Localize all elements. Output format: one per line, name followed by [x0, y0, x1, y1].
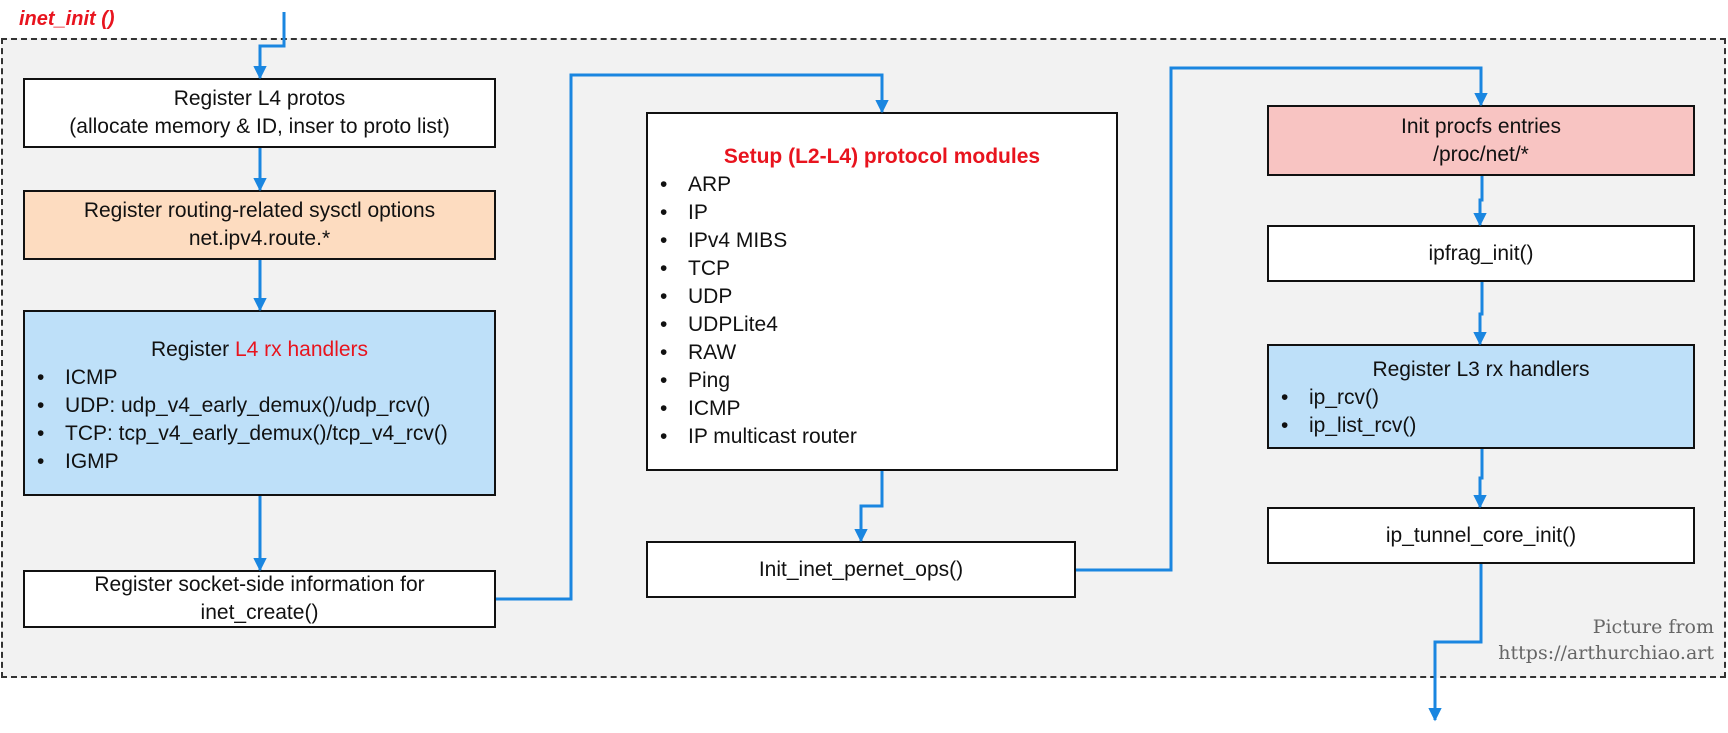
list-item: Ping — [648, 367, 1116, 395]
l4-rx-list: ICMP UDP: udp_v4_early_demux()/udp_rcv()… — [25, 364, 494, 476]
procfs-line1: Init procfs entries — [1401, 114, 1561, 138]
list-item: IP — [648, 199, 1116, 227]
routing-sysctl-line1: Register routing-related sysctl options — [83, 199, 436, 222]
l4-rx-title-highlight: L4 rx handlers — [234, 338, 369, 361]
pernet-ops-box: Init_inet_pernet_ops() — [646, 541, 1076, 598]
l4-rx-title-prefix: Register — [150, 338, 235, 361]
register-l4-protos-box: Register L4 protos (allocate memory & ID… — [23, 78, 496, 148]
list-item: IGMP — [25, 448, 494, 476]
list-item: UDP — [648, 283, 1116, 311]
list-item: ip_rcv() — [1269, 384, 1693, 412]
arrow-pernet-to-procfs — [1076, 66, 1488, 572]
list-item: RAW — [648, 339, 1116, 367]
list-item: ICMP — [648, 395, 1116, 423]
l3-rx-list: ip_rcv() ip_list_rcv() — [1269, 384, 1693, 440]
list-item: IP multicast router — [648, 423, 1116, 451]
list-item: TCP — [648, 255, 1116, 283]
routing-sysctl-box: Register routing-related sysctl options … — [23, 190, 496, 260]
list-item: IPv4 MIBS — [648, 227, 1116, 255]
protocol-modules-box: Setup (L2-L4) protocol modules ARP IP IP… — [646, 112, 1118, 471]
list-item: ARP — [648, 171, 1116, 199]
arrow-entry — [253, 12, 286, 80]
modules-title: Setup (L2-L4) protocol modules — [723, 145, 1041, 168]
credit-line1: Picture from — [1592, 616, 1714, 638]
socket-info-line1: Register socket-side information for — [94, 573, 425, 596]
diagram-title: inet_init () — [19, 8, 115, 30]
l4-rx-title: Register L4 rx handlers — [25, 336, 494, 364]
l4-protos-line2: (allocate memory & ID, inser to proto li… — [69, 115, 450, 138]
arrow-l3rx-to-tunnel — [1473, 449, 1487, 509]
routing-sysctl-line2: net.ipv4.route.* — [188, 227, 331, 250]
list-item: ICMP — [25, 364, 494, 392]
credit-line2: https://arthurchiao.art — [1498, 642, 1714, 664]
list-item: TCP: tcp_v4_early_demux()/tcp_v4_rcv() — [25, 420, 494, 448]
arrow-ipfrag-to-l3rx — [1473, 282, 1487, 346]
procfs-line2: /proc/net/* — [1433, 142, 1529, 166]
arrow-socket-to-modules — [496, 73, 889, 601]
l4-protos-line1: Register L4 protos — [173, 87, 346, 110]
pernet-ops-label: Init_inet_pernet_ops() — [758, 557, 964, 581]
arrow-procfs-to-ipfrag — [1473, 176, 1487, 227]
ip-tunnel-init-box: ip_tunnel_core_init() — [1267, 507, 1695, 564]
arrow-modules-to-pernet — [854, 471, 884, 543]
picture-credit: Picture from https://arthurchiao.art — [1498, 614, 1714, 666]
ipfrag-init-label: ipfrag_init() — [1428, 241, 1534, 265]
l3-rx-title: Register L3 rx handlers — [1372, 358, 1590, 381]
socket-info-line2: inet_create() — [200, 601, 319, 624]
procfs-box: Init procfs entries /proc/net/* — [1267, 105, 1695, 176]
ip-tunnel-init-label: ip_tunnel_core_init() — [1385, 523, 1577, 547]
arrow-tunnel-exit — [1428, 564, 1483, 722]
list-item: UDP: udp_v4_early_demux()/udp_rcv() — [25, 392, 494, 420]
socket-info-box: Register socket-side information for ine… — [23, 570, 496, 628]
list-item: UDPLite4 — [648, 311, 1116, 339]
list-item: ip_list_rcv() — [1269, 412, 1693, 440]
modules-list: ARP IP IPv4 MIBS TCP UDP UDPLite4 RAW Pi… — [648, 171, 1116, 451]
